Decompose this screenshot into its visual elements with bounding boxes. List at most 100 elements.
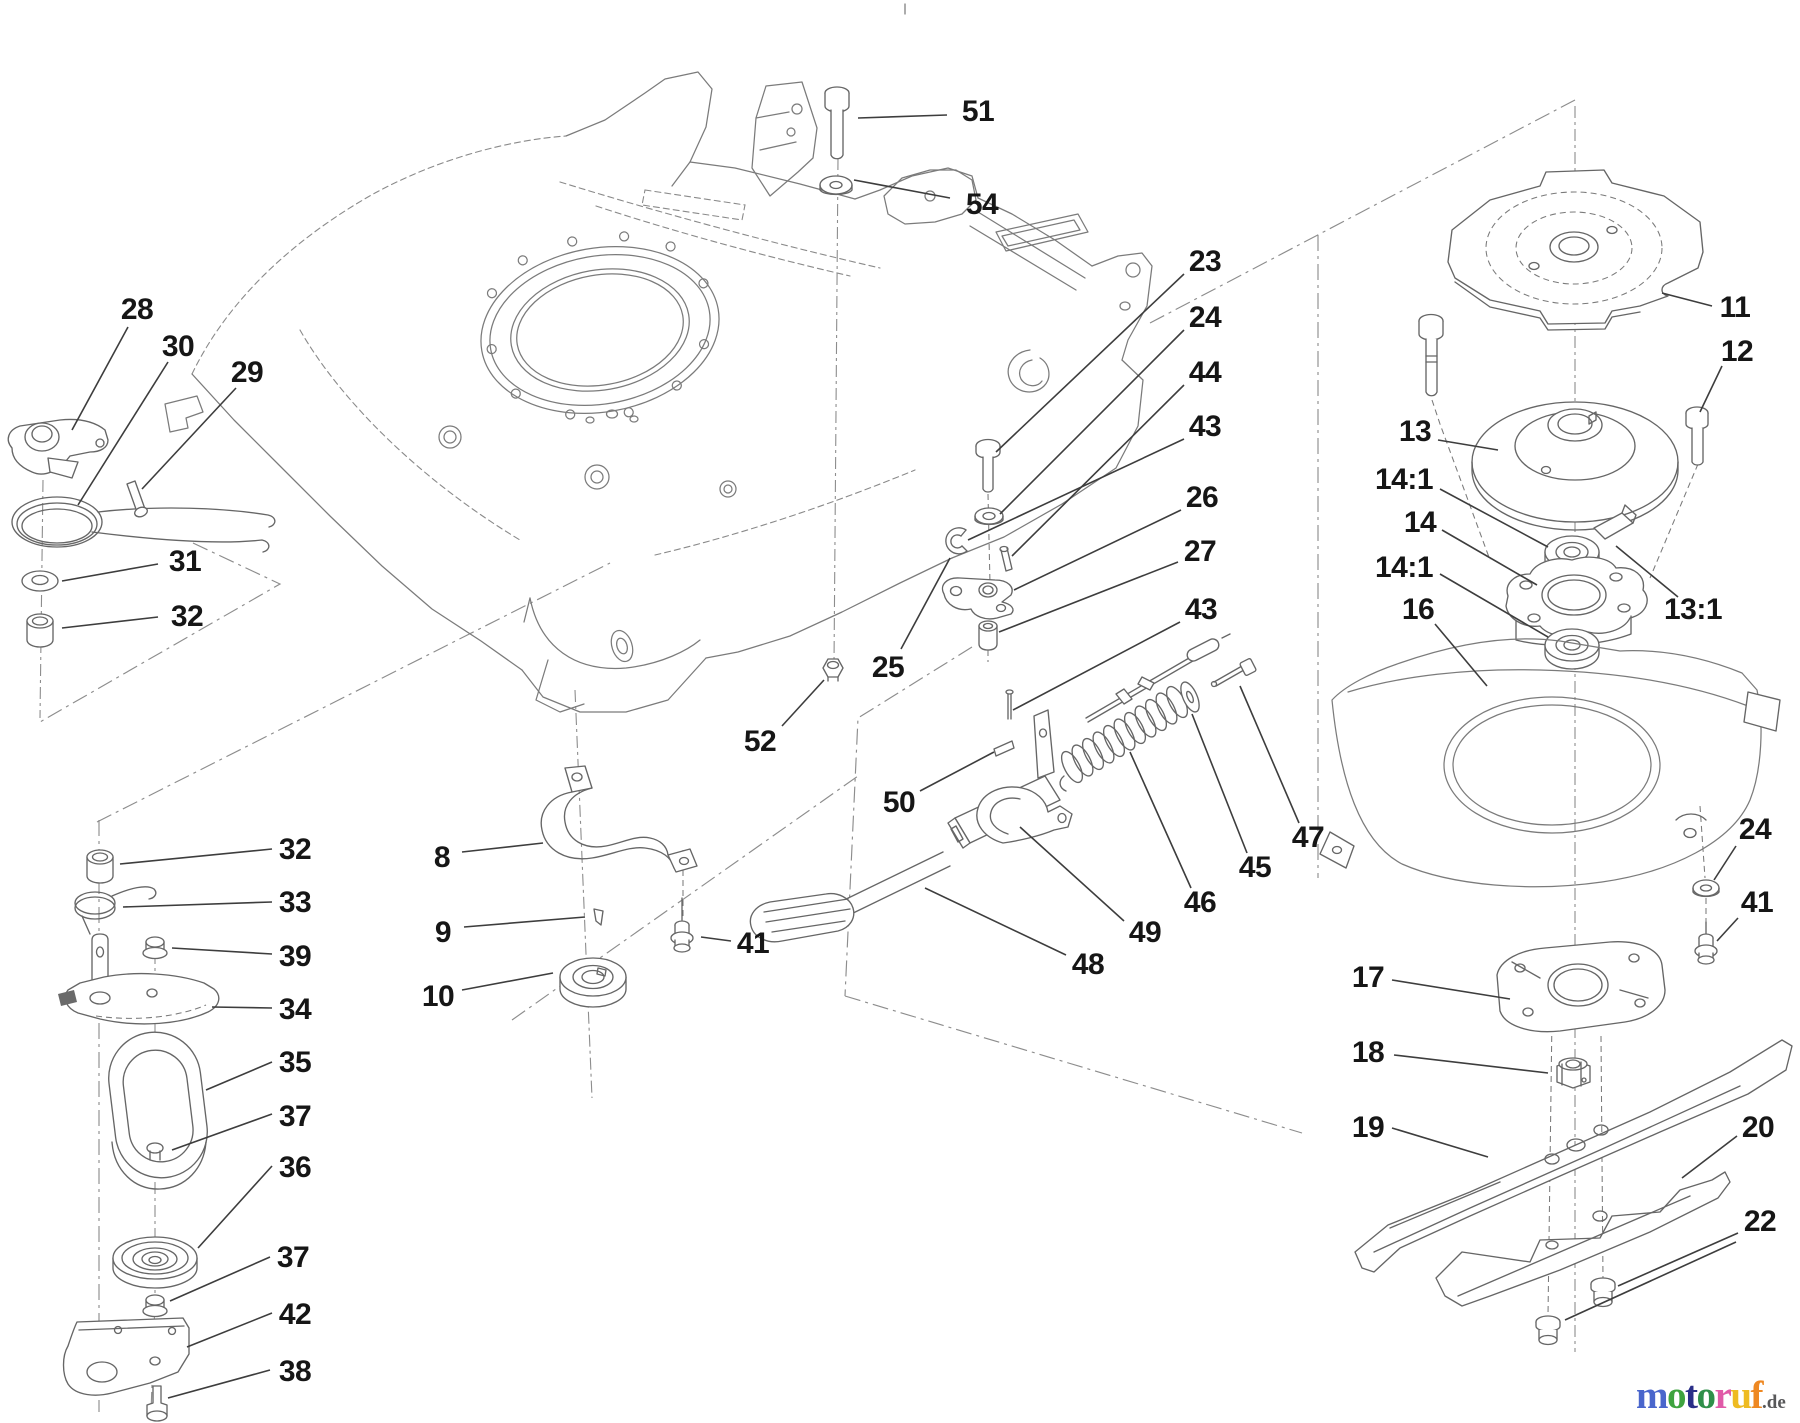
bracket-26 — [941, 577, 1014, 620]
key-9 — [593, 908, 604, 926]
part-callout-51: 51 — [961, 95, 995, 128]
cable-lever-group — [749, 633, 1257, 943]
leader-line-29 — [141, 387, 237, 490]
washer-31 — [21, 570, 59, 592]
brake-lever-group — [7, 418, 276, 648]
leader-line-33 — [122, 901, 273, 908]
leader-line-45 — [1191, 713, 1248, 854]
part-callout-18: 18 — [1351, 1036, 1385, 1069]
part-callout-16: 16 — [1401, 593, 1435, 626]
brake-band-35 — [108, 1031, 208, 1179]
leader-line-34 — [211, 1006, 273, 1009]
leader-line-24 — [999, 329, 1185, 515]
pivot-bracket-group — [941, 438, 1014, 651]
leader-line-14 — [1441, 529, 1538, 586]
pin-50 — [993, 740, 1015, 757]
washer-54 — [819, 175, 853, 195]
part-callout-8: 8 — [433, 841, 451, 874]
leader-line-13 — [1437, 439, 1499, 451]
watermark-letter: f — [1750, 1374, 1764, 1417]
leader-line-47 — [1239, 685, 1300, 824]
deck-baffle-16 — [1331, 638, 1762, 888]
part-callout-49: 49 — [1128, 916, 1162, 949]
spring-30 — [11, 496, 103, 548]
leader-line-28 — [71, 326, 129, 431]
part-callout-54: 54 — [965, 188, 999, 221]
idler-brake-group — [58, 849, 220, 1422]
part-callout-48: 48 — [1071, 948, 1105, 981]
watermark-letter: u — [1730, 1374, 1752, 1417]
watermark-letter: t — [1685, 1374, 1698, 1417]
leader-line-49 — [1019, 826, 1125, 922]
part-callout-27: 27 — [1183, 535, 1217, 568]
leader-line-22 — [1617, 1232, 1739, 1287]
part-callout-35: 35 — [278, 1046, 312, 1079]
part-callout-13:1: 13:1 — [1663, 593, 1723, 626]
leader-line-19 — [1391, 1127, 1489, 1158]
part-callout-36: 36 — [278, 1151, 312, 1184]
watermark-letter: o — [1696, 1374, 1717, 1417]
leader-line-10 — [461, 972, 554, 991]
leader-line-31 — [61, 563, 159, 582]
part-callout-44: 44 — [1188, 356, 1222, 389]
part-callout-24: 24 — [1738, 813, 1772, 846]
bolt-37a — [146, 1142, 164, 1154]
part-callout-43: 43 — [1188, 410, 1222, 443]
e-clip-43 — [945, 527, 968, 555]
part-callout-52: 52 — [743, 725, 777, 758]
leader-line-9 — [463, 916, 586, 928]
part-callout-10: 10 — [421, 980, 455, 1013]
part-callout-20: 20 — [1741, 1111, 1775, 1144]
leader-line-11 — [1661, 292, 1713, 307]
part-callout-37: 37 — [276, 1241, 310, 1274]
leader-line-26 — [1013, 509, 1182, 591]
part-callout-34: 34 — [278, 993, 312, 1026]
part-callout-41: 41 — [1740, 886, 1774, 919]
part-callout-23: 23 — [1188, 245, 1222, 278]
blade-20 — [1435, 1171, 1731, 1307]
part-callout-14: 14 — [1403, 506, 1437, 539]
watermark-letter: r — [1714, 1374, 1732, 1417]
part-callout-47: 47 — [1291, 821, 1325, 854]
screw-47 — [1213, 665, 1245, 687]
spacer-27 — [978, 625, 998, 651]
part-callout-11: 11 — [1719, 291, 1751, 324]
leader-line-39 — [171, 947, 273, 955]
belt-guide-8 — [564, 765, 593, 793]
leader-line-18 — [1393, 1054, 1549, 1074]
part-callout-25: 25 — [871, 651, 905, 684]
part-callout-38: 38 — [278, 1355, 312, 1388]
leader-line-37 — [171, 1113, 273, 1151]
leader-line-35 — [205, 1061, 273, 1091]
center-spindle-group — [540, 86, 853, 1008]
washer-24 — [974, 507, 1004, 525]
leader-line-14:1 — [1439, 488, 1549, 548]
leader-line-41 — [700, 936, 732, 942]
brake-arm-34 — [64, 972, 220, 1025]
part-callout-43: 43 — [1184, 593, 1218, 626]
part-callout-14:1: 14:1 — [1374, 551, 1434, 584]
leader-line-37 — [169, 1256, 271, 1302]
leader-line-43 — [967, 438, 1185, 541]
leader-line-48 — [924, 887, 1067, 956]
washer-45 — [1180, 681, 1200, 713]
leader-line-42 — [186, 1312, 273, 1348]
blade-19 — [1354, 1039, 1793, 1273]
leader-line-50 — [919, 751, 995, 792]
motoruf-logo: motoruf.de — [1636, 1376, 1786, 1415]
leader-line-44 — [1011, 384, 1185, 557]
part-callout-12: 12 — [1720, 335, 1754, 368]
leader-line-24 — [1713, 845, 1737, 881]
leader-line-54 — [853, 179, 951, 199]
leader-line-38 — [167, 1369, 271, 1399]
leader-line-8 — [461, 842, 544, 853]
part-callout-37: 37 — [278, 1100, 312, 1133]
spindle-blade-group — [1319, 169, 1793, 1346]
part-callout-31: 31 — [168, 545, 202, 578]
part-callout-9: 9 — [434, 916, 452, 949]
leader-line-32 — [119, 848, 273, 865]
part-callout-14:1: 14:1 — [1374, 463, 1434, 496]
spring-33 — [74, 891, 116, 915]
washer-24b — [1692, 879, 1720, 897]
